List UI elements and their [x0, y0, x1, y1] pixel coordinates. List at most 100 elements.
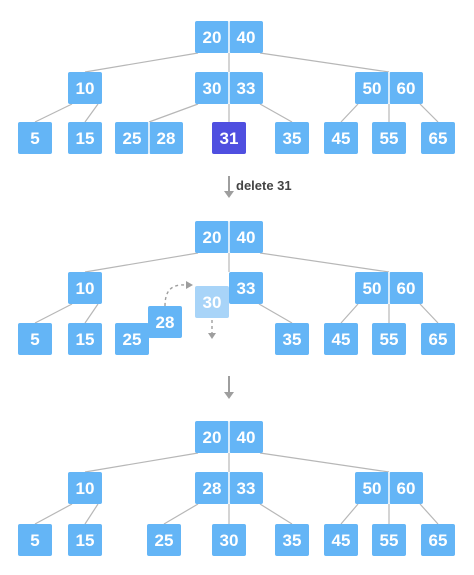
tree2-leaf-node: 55	[372, 323, 406, 355]
key-label: 45	[332, 330, 351, 349]
key-cell	[115, 122, 149, 154]
key-label: 50	[363, 279, 382, 298]
key-label: 65	[429, 330, 448, 349]
key-label: 35	[283, 330, 302, 349]
key-label: 15	[76, 330, 95, 349]
key-cell	[147, 524, 181, 556]
key-label: 5	[30, 330, 39, 349]
tree-edge	[84, 503, 99, 525]
tree-edge	[419, 103, 439, 123]
key-cell	[195, 421, 229, 453]
tree2-internal-node: 10	[68, 272, 102, 304]
tree2-leaf-node: 15	[68, 323, 102, 355]
key-label: 40	[237, 28, 256, 47]
key-label: 40	[237, 228, 256, 247]
move-arrow-up	[164, 284, 187, 307]
key-label: 28	[203, 479, 222, 498]
tree2-leaf-node: 25	[115, 323, 149, 355]
key-label: 33	[237, 279, 256, 298]
key-cell	[372, 323, 406, 355]
key-cell	[275, 122, 309, 154]
key-label: 20	[203, 228, 222, 247]
key-cell	[229, 472, 263, 504]
tree-edge	[259, 252, 390, 273]
key-cell	[324, 524, 358, 556]
tree1-leaf-node: 55	[372, 122, 406, 154]
key-cell	[275, 323, 309, 355]
key-cell	[115, 323, 149, 355]
tree3-leaf-node: 55	[372, 524, 406, 556]
key-cell	[389, 272, 423, 304]
tree3-internal-node: 28 33	[195, 472, 263, 504]
key-cell	[389, 72, 423, 104]
key-label: 25	[123, 129, 142, 148]
tree-edge	[340, 303, 359, 324]
key-label: 15	[76, 129, 95, 148]
key-cell	[212, 524, 246, 556]
key-cell	[18, 524, 52, 556]
key-cell	[421, 122, 455, 154]
tree1-leaf-node: 65	[421, 122, 455, 154]
key-cell	[229, 421, 263, 453]
key-label: 25	[155, 531, 174, 550]
key-cell	[324, 122, 358, 154]
tree1-leaf-node: 5	[18, 122, 52, 154]
tree-edge	[259, 52, 390, 73]
key-cell	[355, 472, 389, 504]
key-label: 55	[380, 330, 399, 349]
key-label: 30	[203, 293, 222, 312]
tree1-leaf-node: 35	[275, 122, 309, 154]
tree3-internal-node: 10	[68, 472, 102, 504]
key-label: 33	[237, 479, 256, 498]
key-cell	[195, 221, 229, 253]
step-arrow-2-head	[224, 392, 234, 399]
key-cell	[389, 472, 423, 504]
tree2-leaf-node: 45	[324, 323, 358, 355]
key-cell	[148, 306, 182, 338]
key-cell	[149, 122, 183, 154]
tree-edge	[340, 103, 359, 123]
key-label: 20	[203, 428, 222, 447]
tree-edge	[259, 452, 390, 473]
tree-edge	[34, 303, 73, 324]
tree3-leaf-node: 65	[421, 524, 455, 556]
key-cell	[68, 272, 102, 304]
key-label: 65	[429, 531, 448, 550]
move-arrow-up-head	[186, 281, 193, 289]
key-label: 30	[203, 79, 222, 98]
tree3-leaf-node: 15	[68, 524, 102, 556]
key-cell	[195, 21, 229, 53]
key-label: 28	[157, 129, 176, 148]
key-cell	[68, 524, 102, 556]
tree-edge	[258, 303, 293, 324]
tree2-leaf-node: 5	[18, 323, 52, 355]
key-label: 35	[283, 531, 302, 550]
key-label: 30	[220, 531, 239, 550]
key-label: 65	[429, 129, 448, 148]
key-cell	[68, 472, 102, 504]
key-label: 55	[380, 129, 399, 148]
move-arrow-down-head	[208, 333, 216, 339]
key-cell	[18, 122, 52, 154]
key-cell	[229, 72, 263, 104]
key-cell	[372, 122, 406, 154]
tree-edge	[259, 103, 293, 123]
tree-edge	[419, 503, 439, 525]
tree-edge	[84, 252, 199, 273]
key-cell	[195, 472, 229, 504]
tree2-moving-key-30: 30	[195, 286, 229, 318]
key-cell	[324, 323, 358, 355]
key-label: 60	[397, 479, 416, 498]
key-cell	[68, 72, 102, 104]
tree2-moving-key-28: 28	[148, 306, 182, 338]
tree-edge	[84, 52, 199, 73]
key-cell	[355, 72, 389, 104]
key-label: 60	[397, 79, 416, 98]
tree1-leaf-node: 31	[212, 122, 246, 154]
key-cell	[275, 524, 309, 556]
